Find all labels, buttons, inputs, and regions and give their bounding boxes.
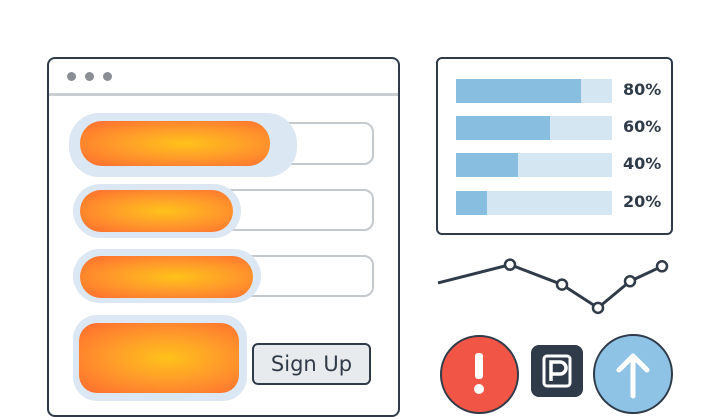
progress-fill <box>456 116 550 140</box>
progress-track <box>456 116 612 140</box>
trend-point <box>591 301 605 315</box>
progress-track <box>456 191 612 215</box>
field-2-highlight <box>80 190 233 232</box>
trend-point <box>555 278 569 291</box>
stat-row: 40% <box>456 153 666 177</box>
trend-line-chart <box>437 258 669 315</box>
stat-row: 60% <box>456 116 666 140</box>
window-dot[interactable] <box>67 72 76 81</box>
field-1-highlight <box>80 121 270 166</box>
progress-fill <box>456 79 581 103</box>
progress-fill <box>456 191 488 215</box>
submit-highlight[interactable] <box>79 323 239 393</box>
stats-card: 80% 60% 40% 20% <box>436 57 673 235</box>
window-titlebar <box>49 59 398 96</box>
browser-window: Sign Up <box>47 57 400 417</box>
progress-label: 80% <box>623 80 662 99</box>
progress-label: 20% <box>623 192 662 211</box>
progress-fill <box>456 153 519 177</box>
stat-row: 20% <box>456 191 666 215</box>
window-dot[interactable] <box>103 72 112 81</box>
progress-label: 60% <box>623 117 662 136</box>
parking-icon[interactable] <box>531 345 583 397</box>
progress-track <box>456 79 612 103</box>
trend-point <box>655 260 669 273</box>
alert-icon[interactable] <box>440 335 519 414</box>
window-dot[interactable] <box>85 72 94 81</box>
trend-point <box>503 258 517 271</box>
progress-label: 40% <box>623 154 662 173</box>
titlebar-divider <box>49 93 398 96</box>
stat-row: 80% <box>456 79 666 103</box>
upload-arrow-icon[interactable] <box>593 334 673 414</box>
sign-up-button[interactable]: Sign Up <box>252 343 371 385</box>
progress-track <box>456 153 612 177</box>
trend-point <box>623 275 637 288</box>
field-3-highlight <box>80 256 253 298</box>
